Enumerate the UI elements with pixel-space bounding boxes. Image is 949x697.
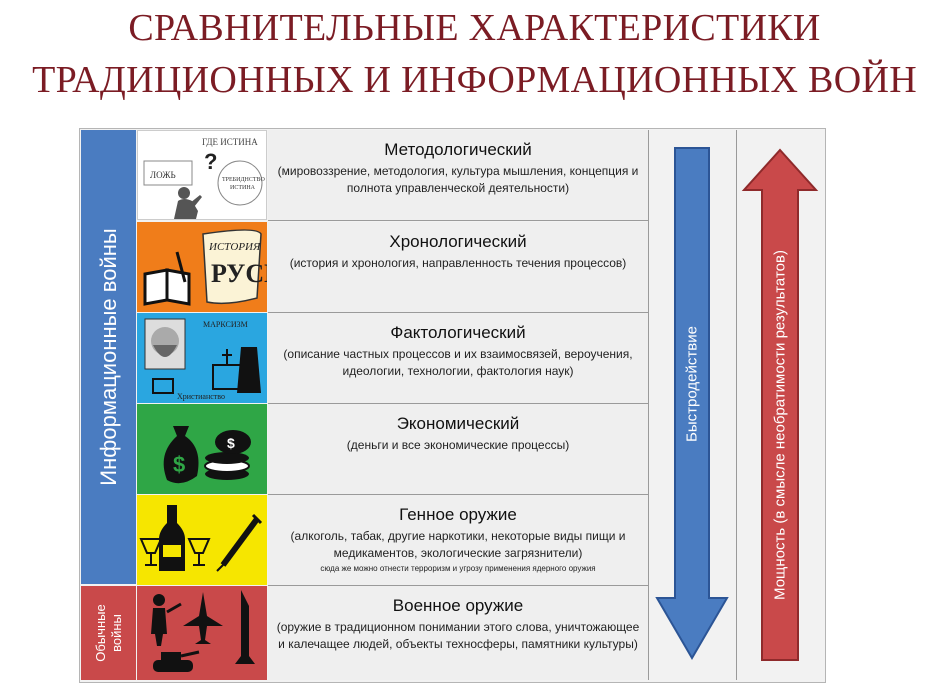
methodology-icon: ГДЕ ИСТИНА ? ЛОЖЬ ТРЕБИДНСТВО ИСТИНА xyxy=(137,130,267,220)
page-title-line-1: СРАВНИТЕЛЬНЫЕ ХАРАКТЕРИСТИКИ xyxy=(128,7,821,49)
power-arrow: Мощность (в смысле необратимости результ… xyxy=(740,146,820,664)
info-wars-sidebar: Информационные войны xyxy=(81,130,136,584)
row-heading: Фактологический xyxy=(390,323,526,342)
svg-text:$: $ xyxy=(173,452,185,477)
row-military-weapon: Военное оружие (оружие в традиционном по… xyxy=(268,586,648,680)
row-description: (оружие в традиционном понимании этого с… xyxy=(276,620,640,651)
row-heading: Экономический xyxy=(396,414,520,433)
info-wars-label: Информационные войны xyxy=(95,228,121,486)
row-description: (деньги и все экономические процессы) xyxy=(346,438,570,452)
military-weapon-icon xyxy=(137,586,267,680)
power-arrow-label: Мощность (в смысле необратимости результ… xyxy=(771,250,789,600)
page-title-line-2: ТРАДИЦИОННЫХ И ИНФОРМАЦИОННЫХ ВОЙН xyxy=(32,59,917,101)
genetic-weapon-icon xyxy=(137,495,267,585)
column-divider xyxy=(648,130,649,680)
conventional-wars-sidebar: Обычные войны xyxy=(81,586,136,680)
row-heading: Военное оружие xyxy=(392,596,524,615)
factology-icon: МАРКСИЗМ Христианство xyxy=(137,313,267,403)
svg-text:Христианство: Христианство xyxy=(177,392,225,401)
row-factological: Фактологический (описание частных процес… xyxy=(268,313,648,404)
row-description: (мировоззрение, методология, культура мы… xyxy=(277,164,639,195)
svg-text:РУСИ: РУСИ xyxy=(211,259,267,288)
row-methodological: Методологический (мировоззрение, методол… xyxy=(268,130,648,221)
speed-arrow-label: Быстродействие xyxy=(683,326,701,442)
svg-text:ТРЕБИДНСТВО: ТРЕБИДНСТВО xyxy=(222,177,266,183)
row-genetic-weapon: Генное оружие (алкоголь, табак, другие н… xyxy=(268,495,648,586)
svg-text:?: ? xyxy=(204,149,217,174)
row-description: (алкоголь, табак, другие наркотики, неко… xyxy=(290,529,626,560)
row-description: (история и хронология, направленность те… xyxy=(289,256,627,270)
row-description: (описание частных процессов и их взаимос… xyxy=(283,347,633,378)
row-heading: Методологический xyxy=(384,140,532,159)
svg-text:МАРКСИЗМ: МАРКСИЗМ xyxy=(203,320,248,329)
speed-arrow: Быстродействие xyxy=(653,146,731,662)
row-chronological: Хронологический (история и хронология, н… xyxy=(268,222,648,313)
economy-icon: $ $ xyxy=(137,404,267,494)
svg-text:ГДЕ ИСТИНА: ГДЕ ИСТИНА xyxy=(202,137,258,147)
conventional-wars-label: Обычные войны xyxy=(92,604,124,662)
chronology-icon: ИСТОРИЯ РУСИ xyxy=(137,222,267,312)
svg-text:ЛОЖЬ: ЛОЖЬ xyxy=(150,170,176,180)
svg-text:ИСТИНА: ИСТИНА xyxy=(230,185,256,191)
row-economic: Экономический (деньги и все экономически… xyxy=(268,404,648,495)
svg-text:$: $ xyxy=(227,435,235,451)
svg-text:ИСТОРИЯ: ИСТОРИЯ xyxy=(208,241,261,253)
row-note: сюда же можно отнести терроризм и угрозу… xyxy=(320,564,596,573)
row-heading: Хронологический xyxy=(389,232,527,251)
column-divider xyxy=(736,130,737,680)
row-heading: Генное оружие xyxy=(399,505,517,524)
